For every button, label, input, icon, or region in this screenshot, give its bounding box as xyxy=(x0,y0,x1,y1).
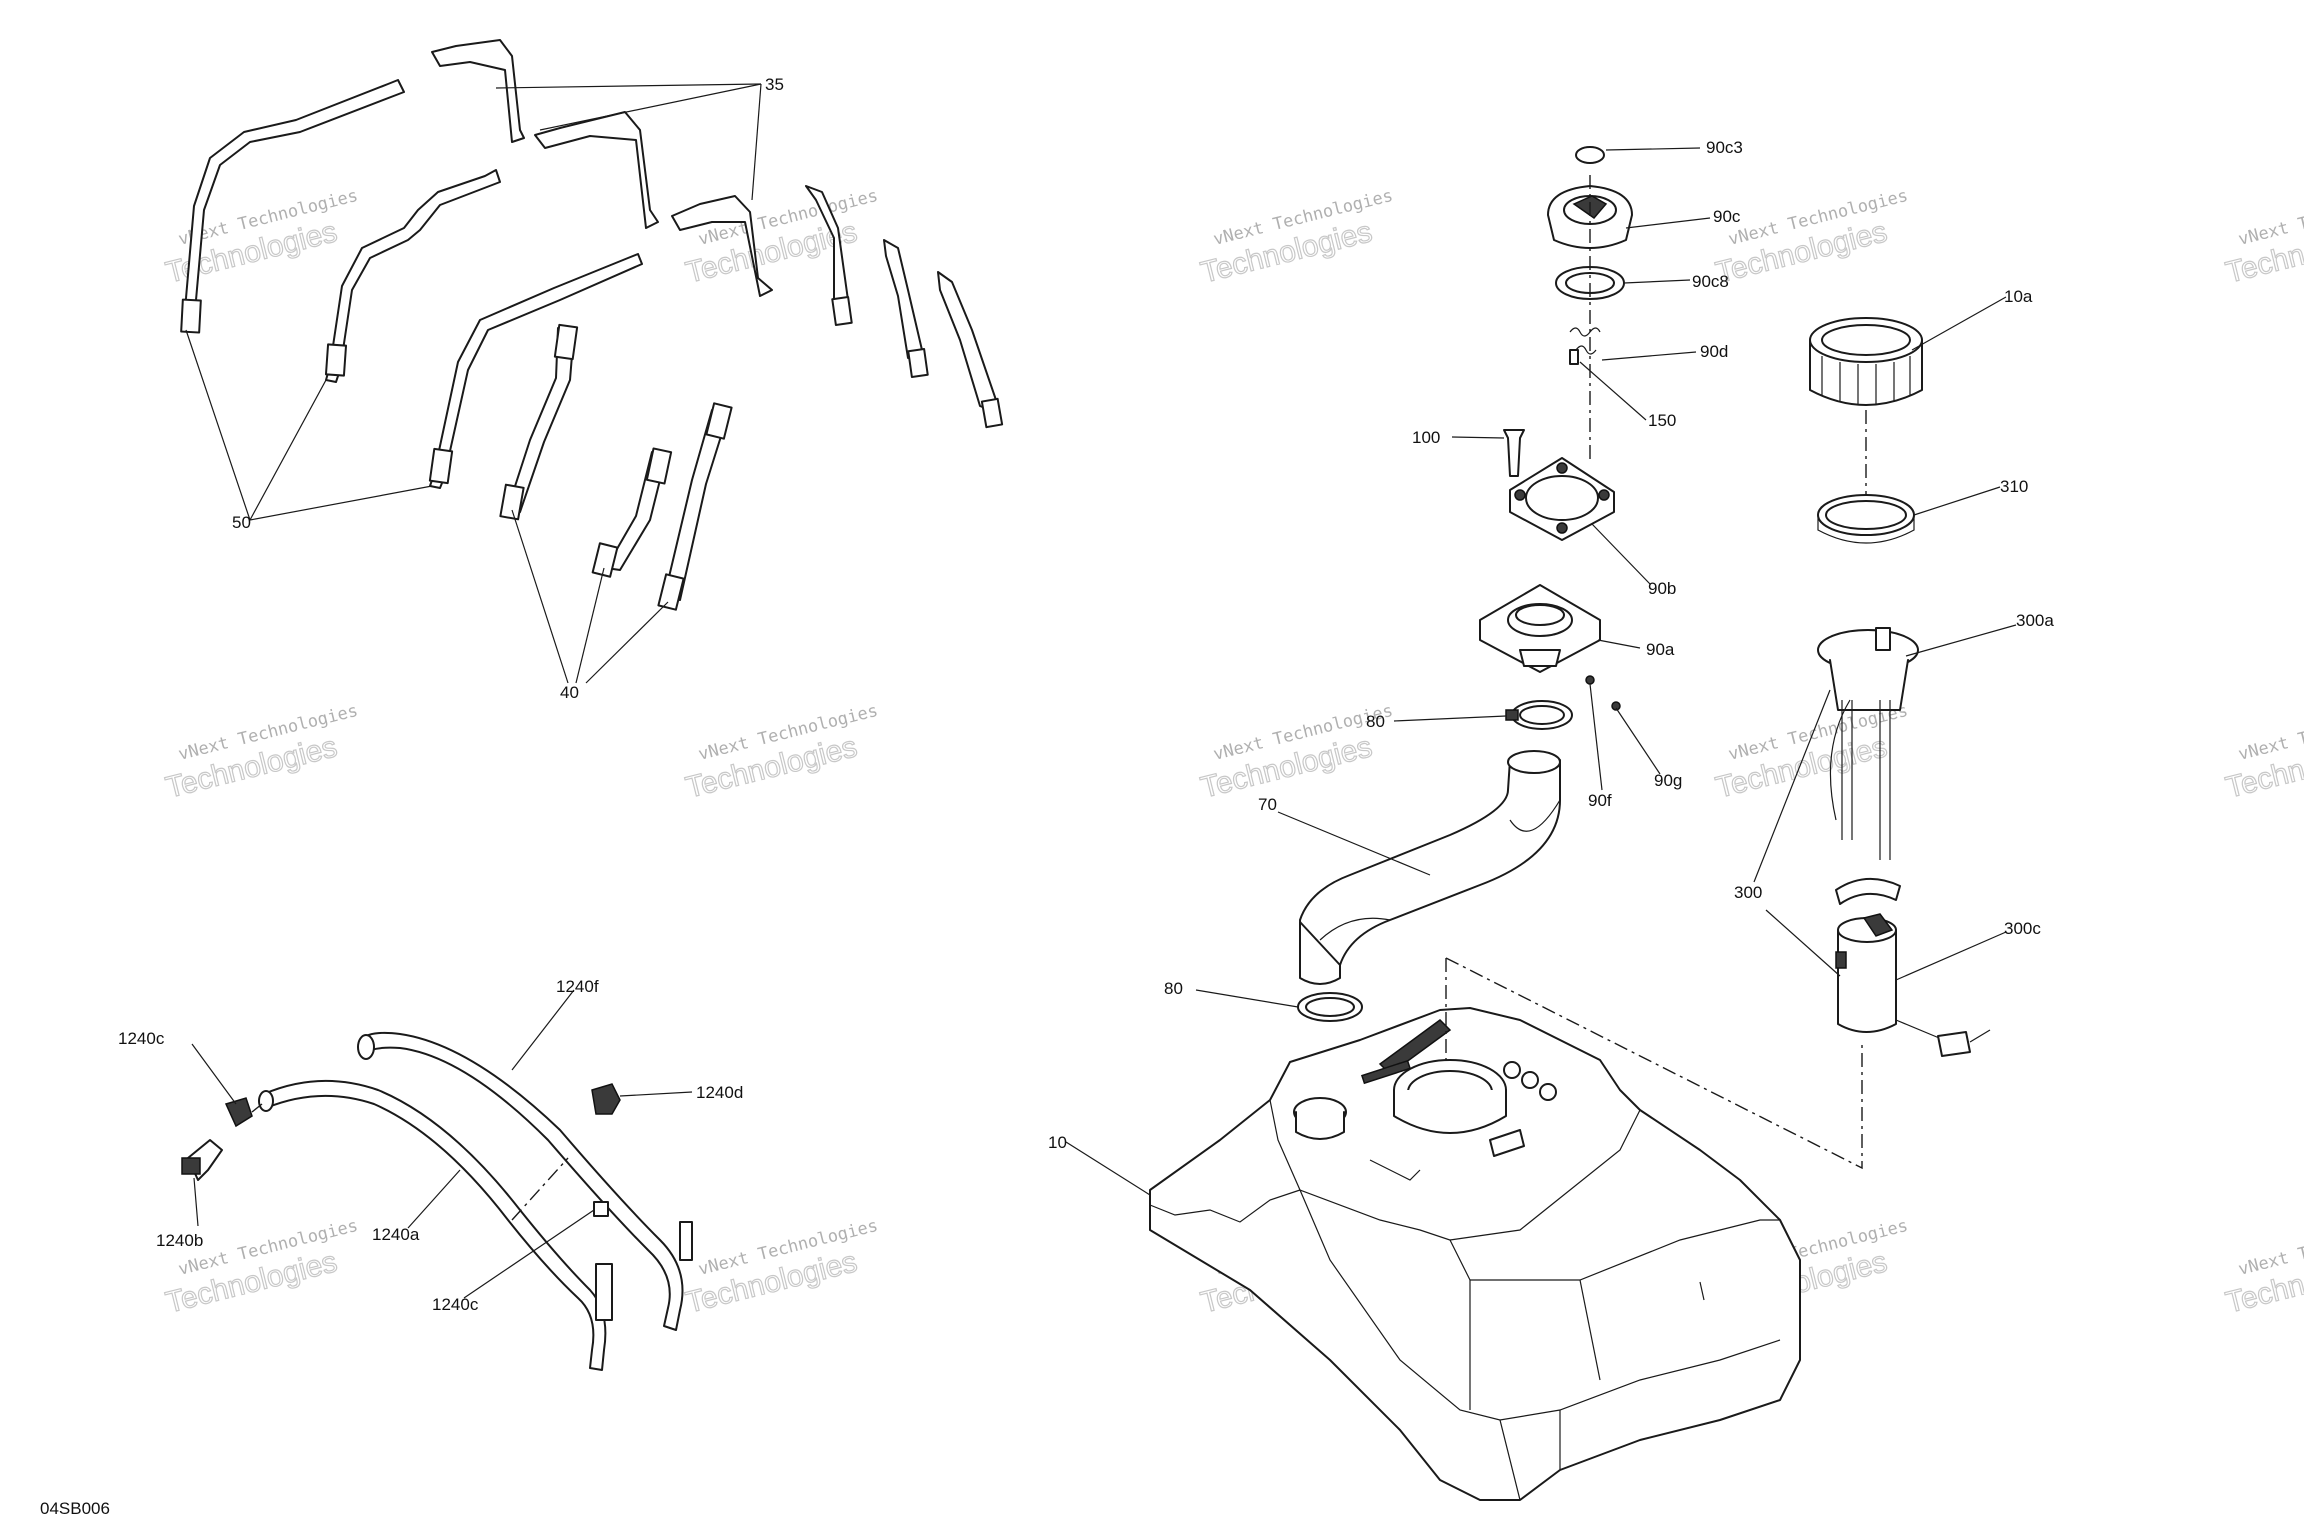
strap-50-group xyxy=(180,79,643,489)
diagram-reference-code: 04SB006 xyxy=(40,1499,110,1518)
callout-1240a: 1240a xyxy=(372,1225,420,1244)
callout-10a: 10a xyxy=(2004,287,2033,306)
fuel-tank xyxy=(1149,957,1863,1501)
callout-90b: 90b xyxy=(1648,579,1676,598)
callout-40: 40 xyxy=(560,683,579,702)
callout-90c3: 90c3 xyxy=(1706,138,1743,157)
callout-150: 150 xyxy=(1648,411,1676,430)
callout-90d: 90d xyxy=(1700,342,1728,361)
callout-90f: 90f xyxy=(1588,791,1612,810)
callout-labels: 35 50 40 90c3 90c 90c8 90d 150 100 90b 9… xyxy=(118,75,2054,1314)
callout-300c: 300c xyxy=(2004,919,2041,938)
callout-90g: 90g xyxy=(1654,771,1682,790)
callout-100: 100 xyxy=(1412,428,1440,447)
callout-90a: 90a xyxy=(1646,640,1675,659)
callout-80-upper: 80 xyxy=(1366,712,1385,731)
callout-1240c-bottom: 1240c xyxy=(432,1295,479,1314)
callout-35: 35 xyxy=(765,75,784,94)
strap-40-group xyxy=(499,323,733,611)
callout-1240f: 1240f xyxy=(556,977,599,996)
callout-1240d: 1240d xyxy=(696,1083,743,1102)
filler-neck-assembly xyxy=(1297,146,1633,1022)
callout-80-lower: 80 xyxy=(1164,979,1183,998)
callout-90c8: 90c8 xyxy=(1692,272,1729,291)
callout-1240b: 1240b xyxy=(156,1231,203,1250)
callout-leaders xyxy=(191,147,2017,1299)
callout-1240c-top: 1240c xyxy=(118,1029,165,1048)
vent-hose-assembly xyxy=(181,1031,693,1371)
callout-70: 70 xyxy=(1258,795,1277,814)
callout-300a: 300a xyxy=(2016,611,2054,630)
side-strap-group xyxy=(805,185,1004,429)
callout-50: 50 xyxy=(232,513,251,532)
callout-90c: 90c xyxy=(1713,207,1741,226)
strap-leaders xyxy=(185,83,762,684)
fuel-pump-assembly xyxy=(1809,317,1991,1057)
callout-310: 310 xyxy=(2000,477,2028,496)
callout-10: 10 xyxy=(1048,1133,1067,1152)
callout-300: 300 xyxy=(1734,883,1762,902)
